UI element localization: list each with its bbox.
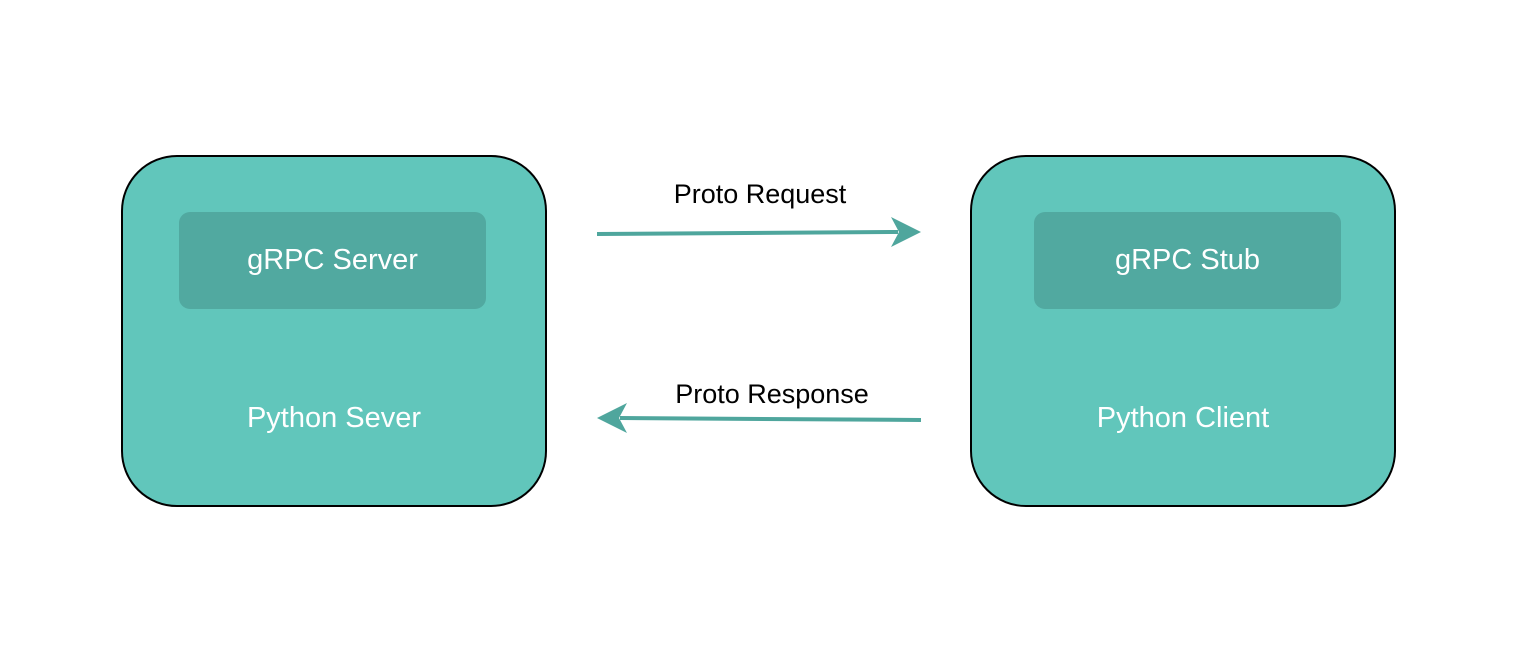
grpc-stub-label: gRPC Stub [1114,244,1261,276]
grpc-server-box: gRPC Server [179,212,486,309]
request-arrow-line [596,230,899,236]
request-arrowhead-icon [891,217,921,247]
python-server-box: gRPC Server Python Sever [121,155,547,507]
response-arrow [597,403,922,433]
grpc-stub-box: gRPC Stub [1034,212,1341,309]
proto-request-label: Proto Request [673,179,847,209]
response-arrow-line [619,416,922,422]
python-server-label: Python Sever [246,402,422,434]
proto-response-label: Proto Response [675,379,869,409]
python-client-label: Python Client [1096,402,1270,434]
python-client-box: gRPC Stub Python Client [970,155,1396,507]
grpc-server-label: gRPC Server [247,244,418,276]
response-arrowhead-icon [597,403,627,433]
request-arrow [596,217,921,247]
